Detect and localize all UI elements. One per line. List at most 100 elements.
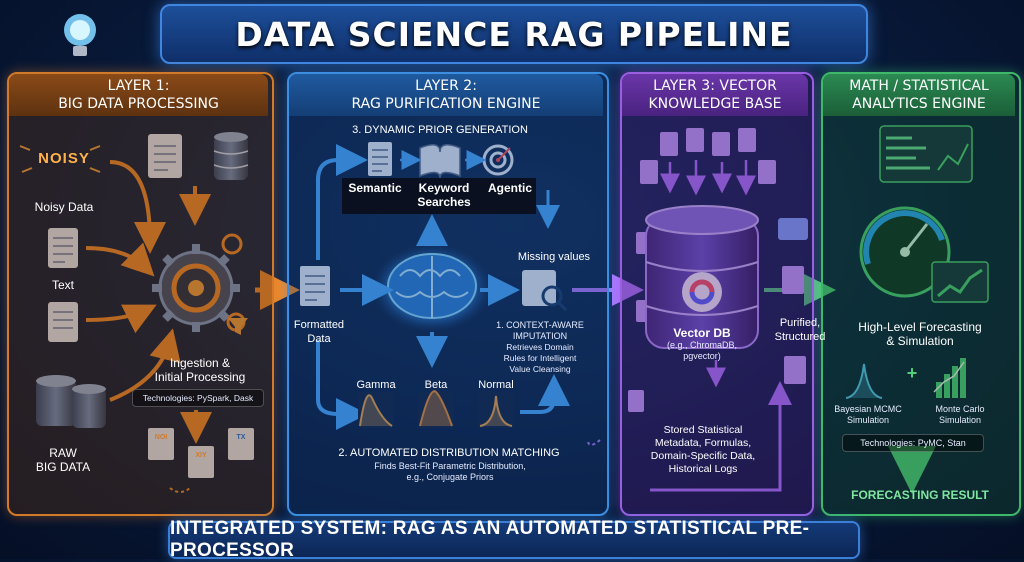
layer4-header: MATH / STATISTICAL ANALYTICS ENGINE <box>823 74 1015 116</box>
layer4-header-line1: MATH / STATISTICAL <box>849 78 989 94</box>
distribution-matching-title: 2. AUTOMATED DISTRIBUTION MATCHING <box>338 447 560 459</box>
formatted-line1: Formatted <box>293 319 345 331</box>
document-icon-2 <box>48 302 78 342</box>
doc-tag-1: NOI <box>154 434 168 441</box>
database-icon <box>213 132 249 180</box>
layer1-arrows <box>85 160 300 493</box>
noisy-icon <box>19 145 101 173</box>
keyword-book-icon <box>419 144 461 179</box>
missing-values-label: Missing values <box>517 251 591 263</box>
stored-line4: Historical Logs <box>668 463 738 475</box>
gamma-curve-icon <box>358 392 394 428</box>
purified-line1: Purified, <box>779 317 821 329</box>
ingestion-label: Ingestion & Initial Processing <box>140 356 260 384</box>
raw-line2: BIG DATA <box>35 460 91 474</box>
title-banner: DATA SCIENCE RAG PIPELINE <box>160 4 868 64</box>
vector-db-sub-1: (e.g., ChromaDB, <box>666 340 738 350</box>
filter-icon <box>228 318 248 335</box>
page-title: DATA SCIENCE RAG PIPELINE <box>235 14 793 54</box>
formatted-line2: Data <box>307 333 331 345</box>
ingestion-line1: Ingestion & <box>169 356 231 370</box>
layer3-panel <box>620 72 814 516</box>
keyword-line2: Searches <box>417 195 471 209</box>
imputation-desc-2: Rules for Intelligent <box>503 353 577 363</box>
layer2-header-line2: RAG PURIFICATION ENGINE <box>351 96 541 112</box>
layer3-header-line1: LAYER 3: VECTOR <box>653 78 777 94</box>
stored-line3: Domain-Specific Data, <box>650 450 756 462</box>
ingestion-line2: Initial Processing <box>154 370 246 384</box>
normal-curve-icon <box>478 392 514 428</box>
matching-desc-1: Finds Best-Fit Parametric Distribution, <box>374 461 526 471</box>
forecasting-result-label: FORECASTING RESULT <box>851 488 989 502</box>
layer3-header-line2: KNOWLEDGE BASE <box>648 96 782 112</box>
imputation-title-1: 1. CONTEXT-AWARE <box>496 320 584 330</box>
plus-sign: + <box>906 363 918 383</box>
growth-chart-icon <box>931 261 989 303</box>
raw-line1: RAW <box>49 446 77 460</box>
raw-database-icon <box>36 375 106 428</box>
lightbulb-icon <box>64 14 96 56</box>
monte-line2: Simulation <box>938 415 982 425</box>
layer4-tech-box: Technologies: PyMC, Stan <box>842 434 984 452</box>
doc-tag-2: XIY <box>195 452 207 459</box>
footer-text: INTEGRATED SYSTEM: RAG AS AN AUTOMATED S… <box>170 518 810 561</box>
matching-desc-2: e.g., Conjugate Priors <box>406 472 494 482</box>
layer2-header: LAYER 2: RAG PURIFICATION ENGINE <box>289 74 603 116</box>
layer4-tech: Technologies: PyMC, Stan <box>860 437 966 448</box>
noisy-data-label: Noisy Data <box>34 200 94 214</box>
layer1-header: LAYER 1: BIG DATA PROCESSING <box>9 74 268 116</box>
beta-label: Beta <box>424 379 448 391</box>
monte-line1: Monte Carlo <box>935 404 985 414</box>
layer4-header-line2: ANALYTICS ENGINE <box>852 96 986 112</box>
layer1-header-line1: LAYER 1: <box>107 78 170 94</box>
keyword-label: Keyword Searches <box>408 181 480 209</box>
beta-curve-icon <box>418 390 454 428</box>
layer2-arrows <box>316 144 570 430</box>
formatted-doc-icon <box>300 266 330 306</box>
text-label: Text <box>51 278 74 292</box>
vector-db-sub: (e.g., ChromaDB, pgvector) <box>650 340 754 362</box>
vector-db-label: Vector DB <box>673 326 731 340</box>
bayes-line1: Bayesian MCMC <box>834 404 902 414</box>
histogram-icon <box>933 358 966 398</box>
bell-curve-icon <box>845 363 883 399</box>
imputation-desc-1: Retrieves Domain <box>506 342 574 352</box>
forecasting-label: High-Level Forecasting & Simulation <box>828 320 1012 348</box>
forecast-line1: High-Level Forecasting <box>858 320 982 334</box>
bayes-label: Bayesian MCMC Simulation <box>826 404 910 426</box>
gamma-label: Gamma <box>356 379 396 391</box>
layer1-tech-box: Technologies: PySpark, Dask <box>132 389 264 407</box>
prior-generation-title: 3. DYNAMIC PRIOR GENERATION <box>352 124 528 136</box>
doc-tags-group <box>148 428 254 478</box>
analytics-window-icon <box>879 125 973 183</box>
agentic-label: Agentic <box>487 181 532 195</box>
layer1-header-line2: BIG DATA PROCESSING <box>58 96 219 112</box>
stored-metadata-label: Stored Statistical Metadata, Formulas, D… <box>632 424 774 476</box>
gauge-icon <box>859 206 951 298</box>
imputation-title-2: IMPUTATION <box>512 331 568 341</box>
prior-search-box <box>342 178 536 214</box>
stored-line1: Stored Statistical <box>663 424 743 436</box>
document-icon <box>148 134 182 178</box>
layer2-header-line1: LAYER 2: <box>415 78 477 94</box>
gear-icon <box>152 233 246 332</box>
noisy-badge: NOISY <box>38 150 90 167</box>
formatted-data-label: Formatted Data <box>290 318 348 346</box>
imputation-block: 1. CONTEXT-AWARE IMPUTATION Retrieves Do… <box>480 320 600 375</box>
imputation-desc-3: Value Cleansing <box>509 364 571 374</box>
keyword-line1: Keyword <box>418 181 470 195</box>
forecast-line2: & Simulation <box>886 334 954 348</box>
vector-db-sub-2: pgvector) <box>683 351 721 361</box>
purified-folder-icon <box>778 218 808 294</box>
purified-label: Purified, Structured <box>764 316 836 344</box>
layer1-panel <box>7 72 274 516</box>
bayes-line2: Simulation <box>846 415 890 425</box>
doc-tag-3: TX <box>236 434 246 441</box>
purified-line2: Structured <box>774 331 826 343</box>
raw-data-label: RAW BIG DATA <box>28 446 98 474</box>
text-document-icon <box>48 228 78 268</box>
monte-label: Monte Carlo Simulation <box>918 404 1002 426</box>
footer-banner: INTEGRATED SYSTEM: RAG AS AN AUTOMATED S… <box>168 518 860 561</box>
layer2-panel <box>287 72 609 516</box>
